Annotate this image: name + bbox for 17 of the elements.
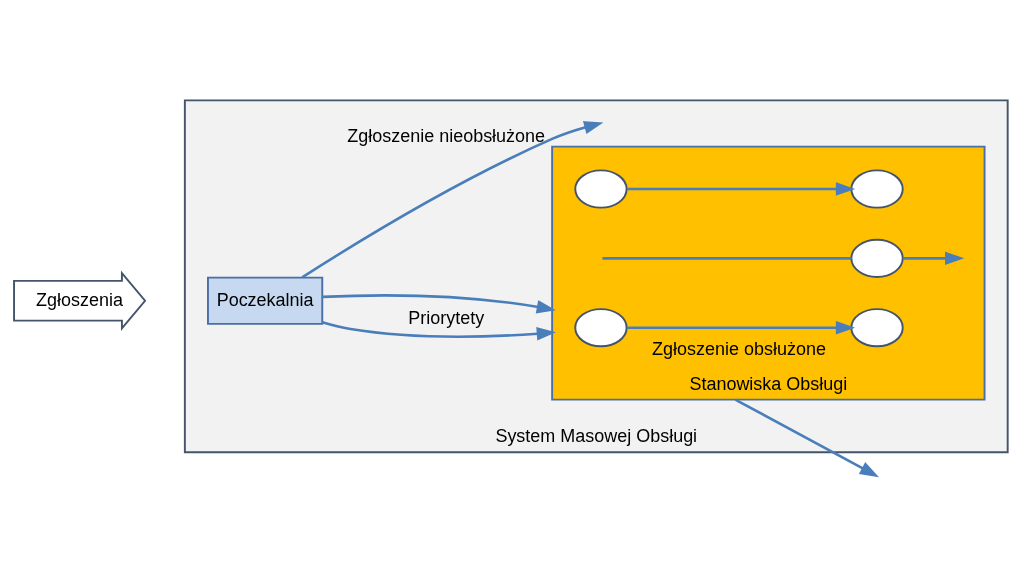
node-circle [574,307,628,347]
connector [602,256,852,260]
edge-label: Zgłoszenie obsłużone [652,338,826,359]
arrow [734,398,880,477]
arrow [322,293,556,313]
node-circle [850,307,904,347]
edge-label: Priorytety [408,307,485,328]
node-circle [850,168,904,209]
arrow [627,320,856,334]
arrow [301,120,604,278]
node-circle [574,168,628,209]
node-circle [850,238,904,278]
arrow [321,320,556,341]
edge-label: Zgłoszenie nieobsłużone [347,125,546,146]
node-box: Poczekalnia [207,276,324,325]
arrow [627,181,856,196]
arrow [903,251,965,265]
